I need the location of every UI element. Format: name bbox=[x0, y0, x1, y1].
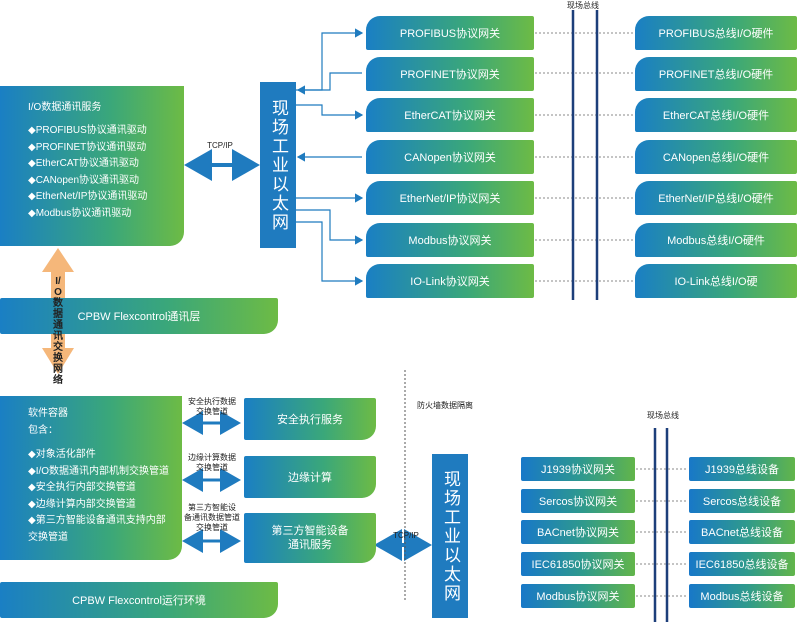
bottom-fieldbus-lines bbox=[653, 428, 669, 622]
hardware-modbus: Modbus总线I/O硬件 bbox=[635, 223, 797, 257]
device-iec61850: IEC61850总线设备 bbox=[689, 552, 795, 576]
runtime-bar: CPBW Flexcontrol运行环境 bbox=[0, 582, 278, 618]
bottom-ethernet-bar: 现场工业以太网 bbox=[432, 454, 468, 618]
gateway-modbus-bottom: Modbus协议网关 bbox=[521, 584, 635, 608]
exchange-label-text: I/O数据通讯交换网络 bbox=[53, 276, 63, 386]
io-driver-item: ◆CANopen协议通讯驱动 bbox=[28, 174, 140, 186]
top-ethernet-bar: 现场工业以太网 bbox=[260, 82, 296, 248]
safety-service-box: 安全执行服务 bbox=[244, 398, 376, 440]
container-item: 交换管道 bbox=[28, 531, 68, 543]
pipe-label-line: 交换管道 bbox=[196, 463, 228, 472]
container-item: ◆第三方智能设备通讯支持内部 bbox=[28, 515, 166, 526]
device-sercos: Sercos总线设备 bbox=[689, 489, 795, 513]
exchange-label: I/O数据通讯交换网络 bbox=[52, 276, 64, 386]
device-bacnet: BACnet总线设备 bbox=[689, 520, 795, 544]
thirdparty-service-line: 第三方智能设备 bbox=[271, 525, 349, 537]
pipe-label-thirdparty: 第三方智能设 备通讯数据管道 交换管道 bbox=[182, 503, 242, 533]
pipe-label-line: 边缘计算数据 bbox=[188, 453, 236, 462]
container-item: ◆对象活化部件 bbox=[28, 449, 96, 460]
top-fieldbus-label: 现场总线 bbox=[567, 1, 599, 10]
gateway-ethercat: EtherCAT协议网关 bbox=[366, 98, 534, 132]
pipe-label-line: 第三方智能设 bbox=[188, 503, 236, 512]
top-fieldbus-lines bbox=[571, 10, 599, 300]
io-driver-item: ◆EtherNet/IP协议通讯驱动 bbox=[28, 191, 148, 202]
bottom-ethernet-label: 现场工业以太网 bbox=[441, 469, 460, 603]
io-driver-item: ◆PROFIBUS协议通讯驱动 bbox=[28, 125, 147, 136]
thirdparty-service-line: 通讯服务 bbox=[288, 539, 332, 551]
hardware-profinet: PROFINET总线I/O硬件 bbox=[635, 57, 797, 91]
hardware-ethercat: EtherCAT总线I/O硬件 bbox=[635, 98, 797, 132]
hardware-profibus: PROFIBUS总线I/O硬件 bbox=[635, 16, 797, 50]
device-j1939: J1939总线设备 bbox=[689, 457, 795, 481]
io-driver-item: ◆PROFINET协议通讯驱动 bbox=[28, 141, 147, 153]
edge-compute-box: 边缘计算 bbox=[244, 456, 376, 498]
software-container-panel: 软件容器 包含： ◆对象活化部件 ◆I/O数据通讯内部机制交换管道 ◆安全执行内… bbox=[0, 396, 182, 560]
pipe-label-line: 交换管道 bbox=[196, 407, 228, 416]
pipe-label-line: 交换管道 bbox=[196, 523, 228, 532]
top-gateway-connectors bbox=[296, 28, 364, 286]
gateway-canopen: CANopen协议网关 bbox=[366, 140, 534, 174]
pipe-label-line: 安全执行数据 bbox=[188, 397, 236, 406]
io-driver-item: ◆Modbus协议通讯驱动 bbox=[28, 207, 132, 219]
top-tcpip-label: TCP/IP bbox=[207, 141, 233, 150]
container-item: ◆安全执行内部交换管道 bbox=[28, 482, 136, 493]
gateway-modbus: Modbus协议网关 bbox=[366, 223, 534, 257]
pipe-label-line: 备通讯数据管道 bbox=[184, 513, 240, 522]
device-modbus: Modbus总线设备 bbox=[689, 584, 795, 608]
gateway-j1939: J1939协议网关 bbox=[521, 457, 635, 481]
gateway-ethernetip: EtherNet/IP协议网关 bbox=[366, 181, 534, 215]
container-item: ◆边缘计算内部交换管道 bbox=[28, 498, 136, 510]
top-dotted-links bbox=[535, 32, 633, 282]
container-title: 软件容器 bbox=[28, 408, 68, 419]
thirdparty-service-box: 第三方智能设备 通讯服务 bbox=[244, 513, 376, 563]
container-item: ◆I/O数据通讯内部机制交换管道 bbox=[28, 465, 170, 477]
gateway-profinet: PROFINET协议网关 bbox=[366, 57, 534, 91]
gateway-iolink: IO-Link协议网关 bbox=[366, 264, 534, 298]
pipe-label-safety: 安全执行数据 交换管道 bbox=[184, 397, 240, 417]
gateway-profibus: PROFIBUS协议网关 bbox=[366, 16, 534, 50]
gateway-iec61850: IEC61850协议网关 bbox=[521, 552, 635, 576]
io-service-title: I/O数据通讯服务 bbox=[28, 102, 102, 113]
container-subtitle: 包含： bbox=[28, 424, 58, 436]
gateway-sercos: Sercos协议网关 bbox=[521, 489, 635, 513]
bottom-fieldbus-label: 现场总线 bbox=[647, 411, 679, 420]
gateway-bacnet: BACnet协议网关 bbox=[521, 520, 635, 544]
bottom-dotted-links bbox=[636, 468, 688, 597]
pipe-arrows bbox=[182, 411, 241, 553]
comm-layer-bar: CPBW Flexcontrol通讯层 bbox=[0, 298, 278, 334]
io-service-panel: I/O数据通讯服务 ◆PROFIBUS协议通讯驱动 ◆PROFINET协议通讯驱… bbox=[0, 86, 184, 246]
bottom-tcpip-label: TCP/IP bbox=[393, 531, 419, 540]
firewall-label: 防火墙数据隔离 bbox=[417, 401, 473, 410]
io-driver-item: ◆EtherCAT协议通讯驱动 bbox=[28, 158, 139, 169]
pipe-label-edge: 边缘计算数据 交换管道 bbox=[184, 453, 240, 473]
hardware-ethernetip: EtherNet/IP总线I/O硬件 bbox=[635, 181, 797, 215]
hardware-canopen: CANopen总线I/O硬件 bbox=[635, 140, 797, 174]
top-ethernet-label: 现场工业以太网 bbox=[269, 98, 288, 232]
hardware-iolink: IO-Link总线I/O硬 bbox=[635, 264, 797, 298]
